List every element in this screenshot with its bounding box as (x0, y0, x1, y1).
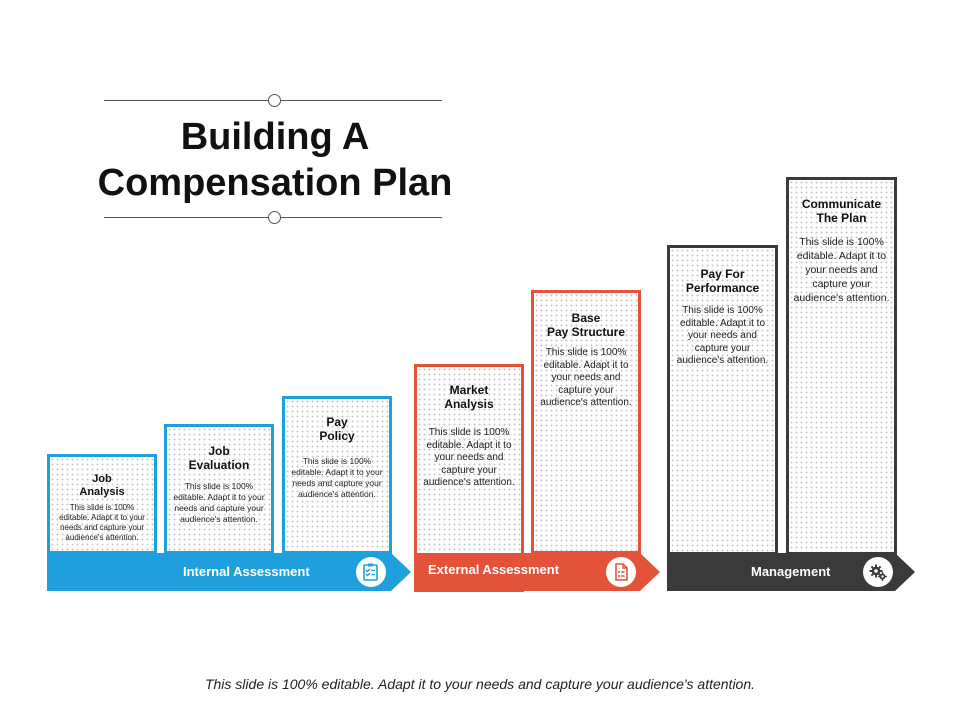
title-bottom-rule (104, 211, 442, 224)
step-description: This slide is 100% editable. Adapt it to… (423, 427, 515, 488)
title-block: Building A Compensation Plan (40, 90, 500, 230)
title-line-1: Building A (180, 116, 370, 158)
step-description: This slide is 100% editable. Adapt it to… (793, 236, 890, 304)
document-icon (606, 557, 636, 587)
management-bar[interactable]: Management (667, 553, 915, 591)
step-description: This slide is 100% editable. Adapt it to… (59, 503, 145, 542)
rule-dot (268, 94, 281, 107)
management-arrow-shape (667, 553, 915, 591)
step-description: This slide is 100% editable. Adapt it to… (291, 456, 383, 499)
external-assessment-label: External Assessment (428, 562, 560, 577)
internal-assessment-bar[interactable]: Internal Assessment (47, 553, 411, 591)
internal-assessment-label: Internal Assessment (183, 564, 310, 579)
step-description: This slide is 100% editable. Adapt it to… (173, 481, 265, 524)
external-assessment-bar[interactable]: External Assessment (414, 553, 660, 591)
checklist-icon (356, 557, 386, 587)
rule-dot (268, 211, 281, 224)
management-label: Management (751, 564, 831, 579)
step-description: This slide is 100% editable. Adapt it to… (676, 305, 769, 366)
footer-note: This slide is 100% editable. Adapt it to… (204, 676, 756, 692)
page-title: Building A Compensation Plan (40, 114, 510, 206)
title-top-rule (104, 94, 442, 107)
internal-arrow-shape (47, 553, 411, 591)
external-arrow-shape (414, 553, 660, 591)
title-line-2: Compensation Plan (97, 162, 453, 204)
gears-icon (863, 557, 893, 587)
step-description: This slide is 100% editable. Adapt it to… (540, 347, 632, 408)
